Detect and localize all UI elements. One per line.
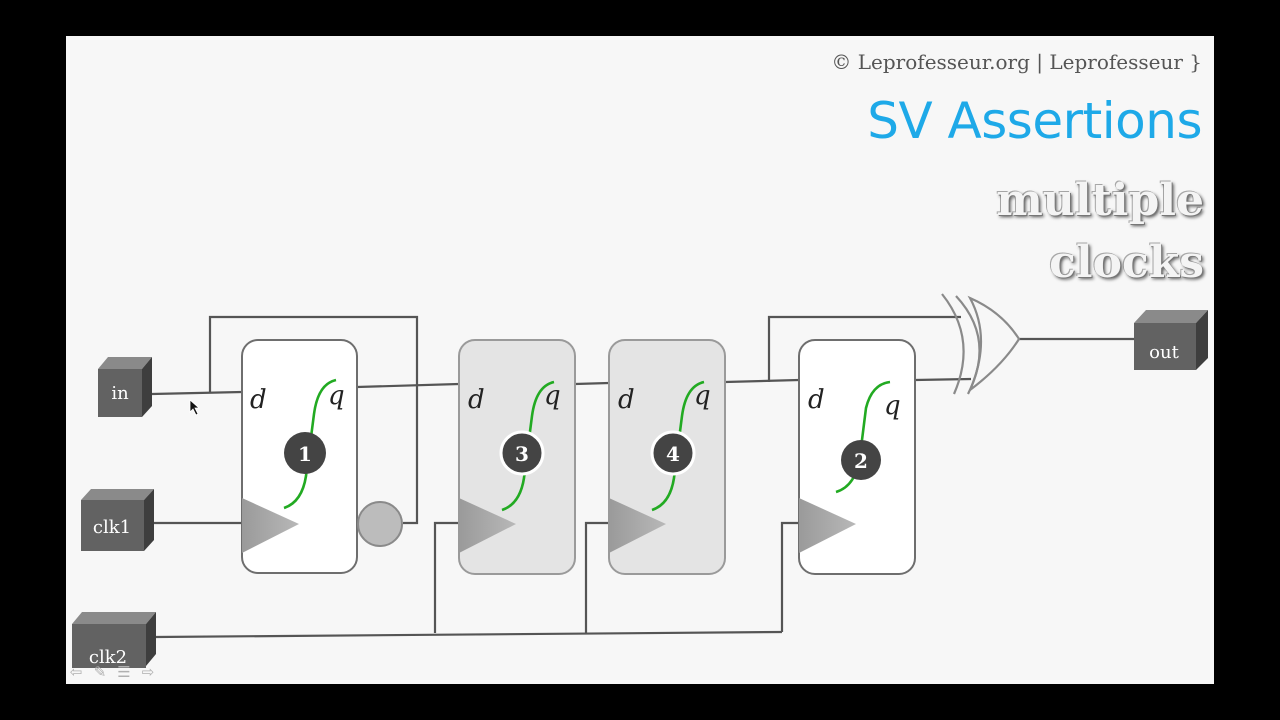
wire-to-xor-a [767,315,961,382]
subtitle-line-2: clocks [1049,237,1204,288]
slide-subtitle: multiple clocks [996,170,1204,294]
port-in: in [98,357,152,417]
port-out: out [1134,310,1208,370]
flop-2-q-label: q [884,391,901,421]
wires [151,315,1134,639]
flop-4-d-label: d [618,385,635,415]
xor-gate [941,293,1021,395]
wire-clk2-to-flop2 [780,521,799,632]
wire-flop3-to-flop4 [574,381,610,386]
wire-flop1-to-flop3 [356,382,460,389]
pen-icon[interactable]: ✎ [93,663,107,681]
subtitle-line-1: multiple [996,175,1204,226]
wire-clk2-bus [155,630,783,639]
flop-2-d-label: d [808,385,825,415]
flop-4-q-label: q [694,381,711,411]
port-out-label: out [1149,342,1179,363]
slide-title: SV Assertions [867,92,1202,150]
circuit-diagram: in clk1 clk2 out 1 d q [72,293,1208,668]
slide-navigation: ⇦ ✎ ☰ ⇨ [66,662,158,682]
prev-arrow-icon[interactable]: ⇦ [69,663,83,681]
flop-2: 2 d q [798,339,916,575]
flop-1-number: 1 [298,442,312,466]
flop-3-d-label: d [468,385,485,415]
wire-in-to-flop1 [151,390,243,396]
flop-1-d-label: d [250,385,267,415]
inverter-bubble [357,501,403,547]
flop-1-q-label: q [328,381,345,411]
port-clk1-label: clk1 [93,517,131,538]
wire-flop4-to-flop2 [724,378,800,384]
flop-4-number: 4 [666,442,680,466]
port-clk1: clk1 [81,489,154,551]
port-in-label: in [111,383,129,404]
port-clk2-label: clk2 [89,647,127,668]
wire-clk2-to-flop3 [433,521,459,633]
copyright-text: © Leprofesseur.org | Leprofesseur } [831,50,1202,74]
mouse-cursor-icon [189,399,201,416]
port-clk2: clk2 [72,612,156,668]
menu-icon[interactable]: ☰ [117,663,131,681]
flop-3: 3 d q [458,339,576,575]
slide: in clk1 clk2 out 1 d q [66,36,1214,684]
next-arrow-icon[interactable]: ⇨ [141,663,155,681]
flop-3-q-label: q [544,381,561,411]
wire-flop2-to-xor [914,377,972,382]
wire-feedback-loop [208,315,419,525]
flop-2-number: 2 [854,449,868,473]
flop-3-number: 3 [515,442,529,466]
wire-clk2-to-flop4 [584,521,609,633]
flop-1: 1 d q [241,339,358,574]
flop-4: 4 d q [608,339,726,575]
